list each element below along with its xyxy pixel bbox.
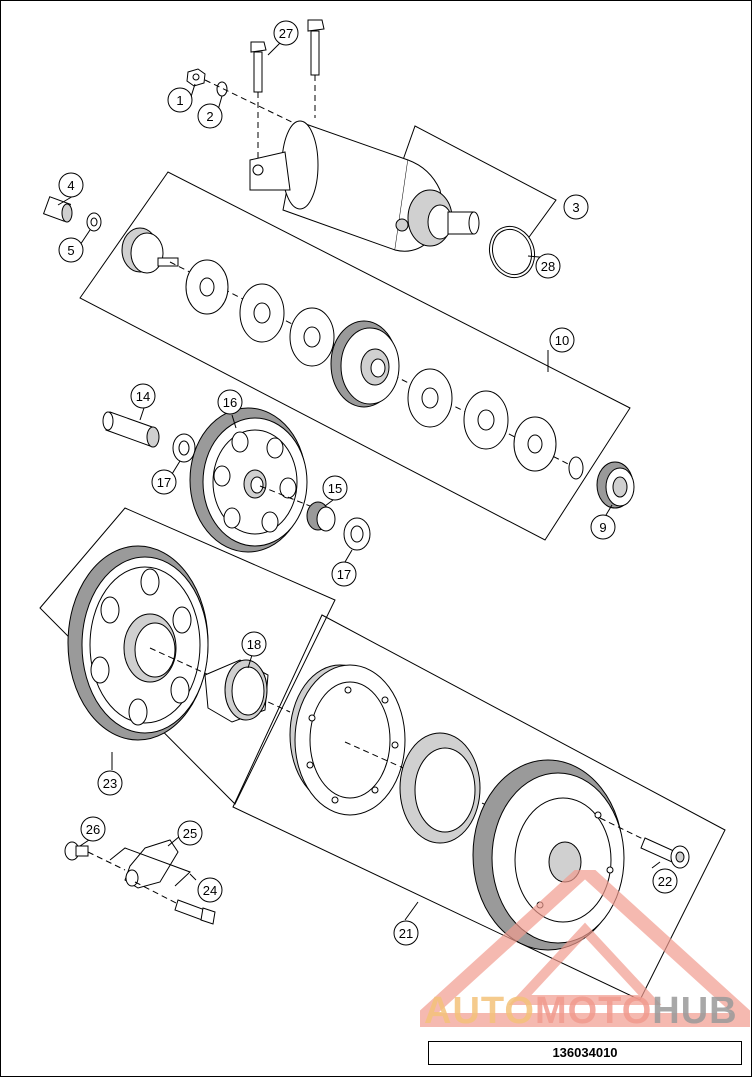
svg-text:22: 22 (658, 874, 672, 889)
callout-3: 3 (563, 194, 589, 220)
callout-24: 24 (197, 877, 223, 903)
freewheel-ring (399, 732, 481, 844)
watermark-hub: HUB (652, 990, 738, 1032)
svg-text:24: 24 (203, 883, 217, 898)
bolt-24 (174, 899, 216, 925)
svg-text:9: 9 (599, 520, 606, 535)
watermark-auto: AUTO (424, 990, 535, 1032)
group-bracket-3 (402, 125, 557, 245)
screw-26 (64, 841, 89, 861)
washer-2 (216, 81, 228, 97)
pinion-gear (121, 227, 179, 274)
callout-21: 21 (393, 920, 419, 946)
watermark-text: AUTOMOTOHUB (424, 990, 738, 1033)
svg-text:21: 21 (399, 926, 413, 941)
svg-text:27: 27 (279, 26, 293, 41)
callout-23: 23 (97, 770, 123, 796)
callout-17-a: 17 (151, 469, 177, 495)
callout-26: 26 (80, 816, 106, 842)
callout-16: 16 (217, 389, 243, 415)
callout-17-b: 17 (331, 561, 357, 587)
svg-text:2: 2 (206, 109, 213, 124)
gear-16 (189, 407, 308, 553)
svg-text:10: 10 (555, 333, 569, 348)
svg-text:5: 5 (67, 243, 74, 258)
freewheel-bearing-18 (204, 659, 269, 723)
bushing-4 (42, 196, 73, 223)
reference-number: 136034010 (428, 1041, 742, 1065)
callout-5: 5 (58, 237, 84, 263)
callout-2: 2 (197, 103, 223, 129)
bolt-22 (640, 837, 690, 869)
svg-text:15: 15 (328, 481, 342, 496)
intermediate-gear (330, 320, 400, 408)
bolt-27-a (250, 41, 267, 93)
callout-18: 18 (241, 631, 267, 657)
svg-text:16: 16 (223, 395, 237, 410)
svg-text:3: 3 (572, 200, 579, 215)
starter-motor-3 (249, 120, 480, 252)
callout-25: 25 (177, 820, 203, 846)
callout-15: 15 (322, 475, 348, 501)
watermark-moto: MOTO (534, 990, 653, 1032)
bushing-15 (306, 501, 336, 532)
svg-text:14: 14 (136, 389, 150, 404)
rotor-hub (472, 759, 625, 951)
svg-text:17: 17 (337, 567, 351, 582)
svg-text:18: 18 (247, 637, 261, 652)
svg-text:1: 1 (176, 93, 183, 108)
bracket-25 (124, 839, 179, 889)
svg-text:17: 17 (157, 475, 171, 490)
svg-text:23: 23 (103, 776, 117, 791)
callout-28: 28 (535, 253, 561, 279)
svg-text:25: 25 (183, 826, 197, 841)
callout-27: 27 (273, 20, 299, 46)
group-box-23 (39, 507, 336, 805)
callout-9: 9 (590, 514, 616, 540)
bearing-9 (596, 461, 635, 509)
circlip (568, 456, 584, 480)
svg-text:4: 4 (67, 178, 74, 193)
callout-14: 14 (130, 383, 156, 409)
freewheel-housing (289, 664, 406, 816)
shaft-14 (102, 411, 160, 448)
svg-text:28: 28 (541, 259, 555, 274)
callout-4: 4 (58, 172, 84, 198)
callout-1: 1 (167, 87, 193, 113)
starter-gear-23 (67, 545, 209, 741)
group-box-10 (79, 171, 631, 541)
bolt-27-b (307, 19, 325, 76)
svg-text:26: 26 (86, 822, 100, 837)
callout-10: 10 (549, 327, 575, 353)
callout-22: 22 (652, 868, 678, 894)
watermark-logo-icon (420, 870, 750, 1027)
nut-1 (186, 68, 206, 87)
